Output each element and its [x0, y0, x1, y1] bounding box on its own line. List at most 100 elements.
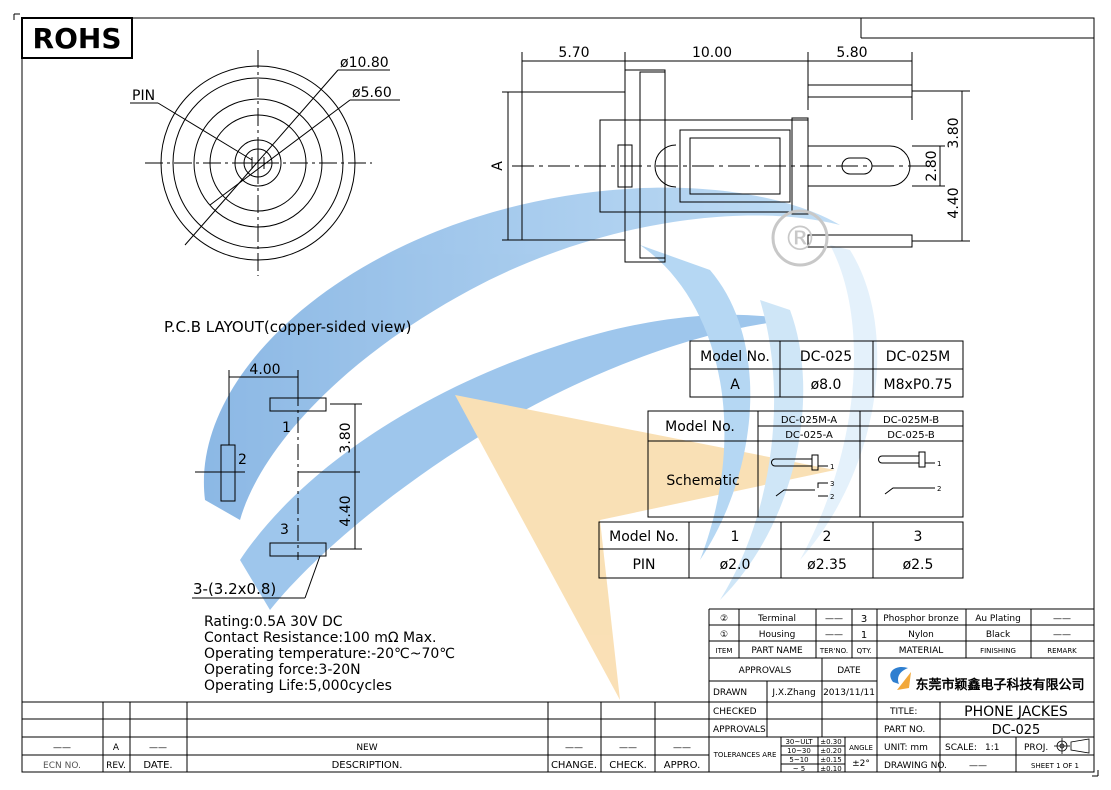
title-label: TITLE:: [889, 707, 917, 717]
pin-1-dia: ø2.0: [720, 557, 751, 573]
tol-range-2: 10~30: [787, 747, 811, 755]
approvals-header: APPROVALS: [739, 666, 792, 676]
bom-item-1: ①: [720, 630, 728, 640]
watermark-logo: [203, 187, 878, 700]
spec-operating-force: Operating force:3-20N: [204, 662, 361, 678]
bom-material-terminal: Phosphor bronze: [883, 614, 959, 624]
registered-symbol: ®: [783, 219, 817, 259]
rev-appro-header: APPRO.: [664, 760, 701, 771]
bom-name-terminal: Terminal: [757, 614, 796, 624]
rohs-badge: ROHS: [21, 17, 133, 59]
bom-finishing-terminal: Au Plating: [975, 614, 1021, 624]
pcb-pin-1: 1: [282, 420, 291, 436]
dim-10-00: 10.00: [692, 45, 732, 61]
projection-label: PROJ.: [1024, 743, 1048, 753]
pin-table: [598, 521, 964, 579]
model-a-dc025: ø8.0: [811, 377, 842, 393]
bom-header-part-name: PART NAME: [751, 646, 803, 656]
revision-grid: [22, 701, 709, 772]
spec-operating-life: Operating Life:5,000cycles: [204, 678, 392, 694]
bom-name-housing: Housing: [759, 630, 796, 640]
schematic-table: [647, 410, 964, 518]
schematic-dc025m-b: DC-025M-B: [883, 415, 939, 426]
bom-item-2: ②: [720, 614, 728, 624]
drawing-frame: [13, 13, 1099, 777]
rev-description-header: DESCRIPTION.: [332, 760, 403, 771]
tol-value-1: ±0.30: [820, 738, 841, 746]
pcb-layout: [192, 370, 362, 599]
rev-change-value: ——: [565, 743, 583, 753]
part-no-label: PART NO.: [884, 725, 925, 735]
model-table: [689, 340, 964, 398]
schematic-b-term-1: 1: [937, 460, 941, 468]
dim-4-40: 4.40: [946, 187, 962, 218]
tol-range-3: 5~10: [789, 756, 808, 764]
rev-value: A: [113, 743, 120, 753]
pcb-dim-3-80: 3.80: [338, 422, 354, 453]
pin-table-header: Model No.: [609, 529, 679, 545]
schematic-a-term-3: 3: [830, 480, 834, 488]
pcb-pad-note: 3-(3.2x0.8): [193, 580, 276, 598]
bom-finishing-housing: Black: [986, 630, 1011, 640]
rev-date-header: DATE.: [143, 760, 172, 771]
bom-remark-housing: ——: [1053, 630, 1071, 640]
company-name: 东莞市颖鑫电子科技有限公司: [915, 677, 1084, 693]
dim-3-80: 3.80: [946, 117, 962, 148]
model-a-dc025m: M8xP0.75: [884, 377, 953, 393]
tol-value-4: ±0.10: [820, 765, 841, 773]
projection-icon: [1054, 738, 1090, 754]
registered-mark: ®: [771, 209, 829, 267]
pin-label: PIN: [132, 88, 155, 104]
tol-range-4: ~ 5: [793, 765, 806, 773]
bom-code-terminal: ——: [825, 614, 843, 624]
bom-header-remark: REMARK: [1047, 647, 1077, 655]
model-row-a: A: [730, 377, 740, 393]
pin-col-3: 3: [914, 529, 923, 545]
rev-ecn-value: ——: [53, 743, 71, 753]
dim-5-80: 5.80: [836, 45, 867, 61]
tol-range-1: 30~ULT: [785, 738, 813, 746]
drawn-label: DRAWN: [713, 688, 747, 698]
pin-col-1: 1: [731, 529, 740, 545]
rev-ecn-header: ECN NO.: [43, 761, 81, 771]
approvals-label: APPROVALS: [713, 725, 766, 735]
rev-check-value: ——: [619, 743, 637, 753]
title-block-grid: [708, 608, 1094, 772]
scale-label: SCALE:: [945, 743, 977, 753]
drawing-title: PHONE JACKES: [964, 704, 1068, 720]
dim-2-80: 2.80: [924, 150, 940, 181]
pcb-pin-3: 3: [280, 522, 289, 538]
front-view: [130, 50, 400, 276]
dim-a-label: A: [490, 161, 506, 171]
model-table-header: Model No.: [700, 349, 770, 365]
drawn-date: 2013/11/11: [823, 688, 875, 698]
schematic-label: Schematic: [666, 473, 739, 489]
spec-contact-resistance: Contact Resistance:100 mΩ Max.: [204, 630, 436, 646]
rohs-label: ROHS: [33, 22, 122, 55]
pcb-pin-2: 2: [238, 452, 247, 468]
rev-change-header: CHANGE.: [551, 760, 597, 771]
side-view: [502, 52, 970, 263]
pin-2-dia: ø2.35: [807, 557, 847, 573]
unit-label: UNIT: mm: [884, 743, 928, 753]
inner-diameter-label: ø5.60: [352, 85, 392, 101]
bom-qty-housing: 1: [861, 630, 867, 641]
bom-header-item: ITEM: [716, 647, 733, 655]
part-no: DC-025: [992, 723, 1041, 738]
pcb-dim-4-40: 4.40: [338, 495, 354, 526]
date-header: DATE: [837, 666, 861, 676]
schematic-a-term-1: 1: [830, 463, 834, 471]
rev-appro-value: ——: [673, 743, 691, 753]
tolerances-label: TOLERANCES ARE: [713, 751, 777, 759]
schematic-dc025-a: DC-025-A: [785, 430, 833, 441]
tol-value-2: ±0.20: [820, 747, 841, 755]
pcb-layout-title: P.C.B LAYOUT(copper-sided view): [164, 318, 411, 336]
bom-header-material: MATERIAL: [899, 646, 944, 656]
bom-code-housing: ——: [825, 630, 843, 640]
drawing-no-label: DRAWING NO.: [884, 761, 947, 771]
angle-label: ANGLE: [849, 744, 873, 752]
dim-5-70: 5.70: [558, 45, 589, 61]
pcb-dim-4-00: 4.00: [249, 362, 280, 378]
tol-value-3: ±0.15: [820, 756, 841, 764]
